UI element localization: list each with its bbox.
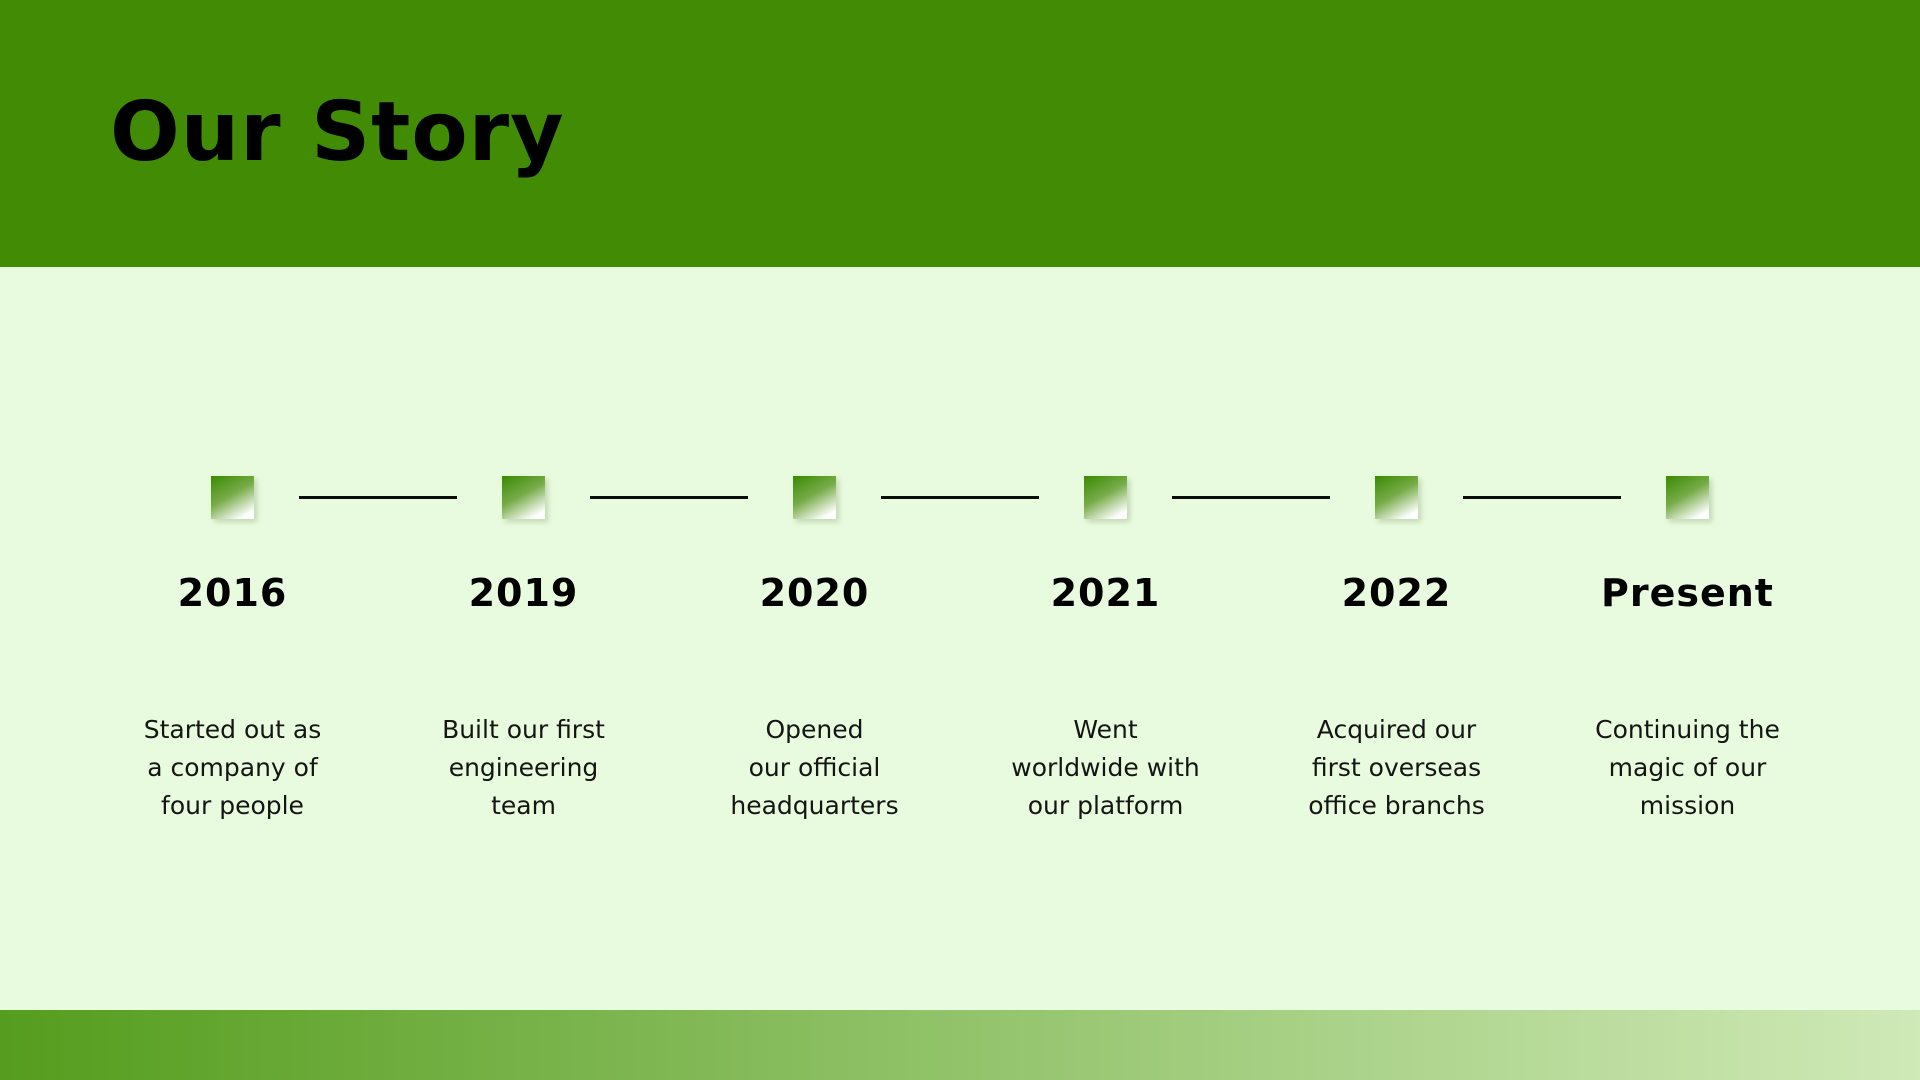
footer-gradient-bar xyxy=(0,1010,1920,1080)
year-label: 2019 xyxy=(468,571,579,615)
year-label: 2022 xyxy=(1341,571,1452,615)
timeline-node-square-icon xyxy=(1666,476,1709,519)
milestone-description: Acquired our first overseas office branc… xyxy=(1308,714,1485,820)
year-label: 2020 xyxy=(759,571,870,615)
milestone-description: Built our first engineering team xyxy=(442,714,605,820)
timeline-node-square-icon xyxy=(1375,476,1418,519)
milestone-description: Continuing the magic of our mission xyxy=(1595,714,1780,820)
header-band: Our Story xyxy=(0,0,1920,267)
timeline-node-square-icon xyxy=(793,476,836,519)
timeline-node-square-icon xyxy=(502,476,545,519)
connector-line xyxy=(881,496,1039,499)
timeline-node-square-icon xyxy=(1084,476,1127,519)
milestone-descriptions-row: Started out as a company of four people … xyxy=(0,711,1920,825)
year-label: Present xyxy=(1601,571,1774,615)
milestone-description: Started out as a company of four people xyxy=(143,714,322,820)
year-label: 2016 xyxy=(177,571,288,615)
connector-line xyxy=(299,496,457,499)
milestone-years-row: 2016 2019 2020 2021 2022 Present xyxy=(0,571,1920,615)
timeline-section: 2016 2019 2020 2021 2022 Present Started… xyxy=(0,267,1920,1010)
milestone-description: Opened our official headquarters xyxy=(730,714,899,820)
connector-line xyxy=(590,496,748,499)
timeline-node-square-icon xyxy=(211,476,254,519)
milestone-description: Went worldwide with our platform xyxy=(1011,714,1200,820)
year-label: 2021 xyxy=(1050,571,1161,615)
connector-line xyxy=(1172,496,1330,499)
timeline-track xyxy=(0,476,1920,519)
connector-line xyxy=(1463,496,1621,499)
page-title: Our Story xyxy=(110,85,565,180)
